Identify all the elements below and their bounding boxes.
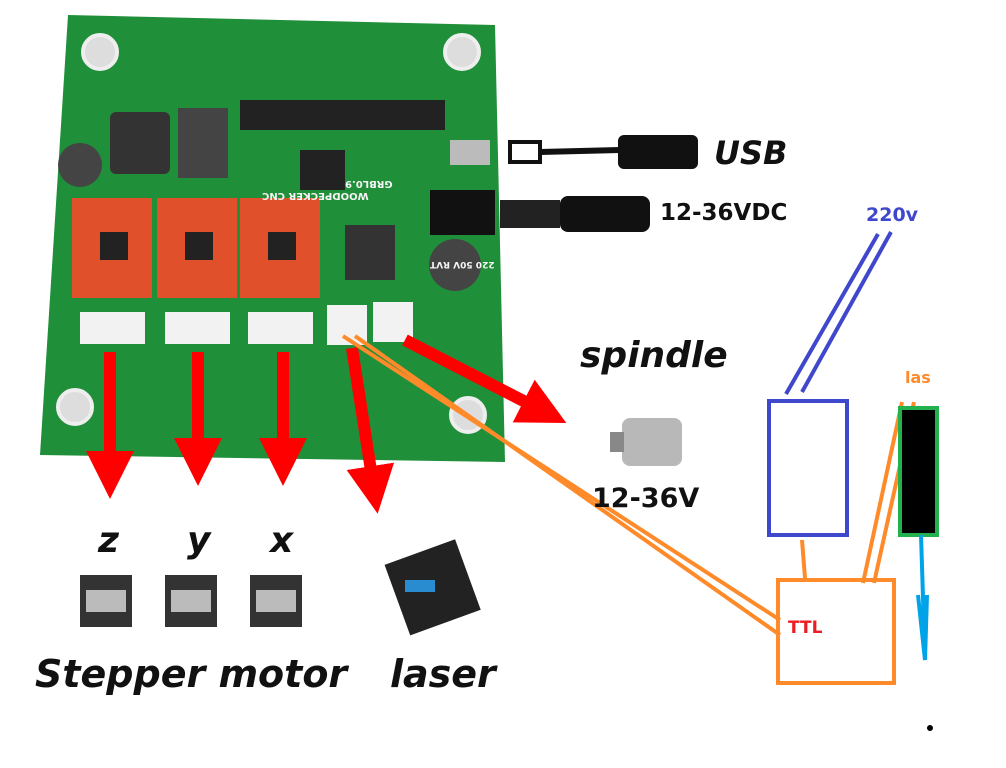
mount-hole: [81, 33, 119, 71]
mount-hole: [443, 33, 481, 71]
dc-plug: [500, 196, 650, 232]
silkscreen-woodpecker: WOODPECKER CNC: [262, 190, 369, 201]
ttl-wires: [341, 334, 916, 637]
stepper-motor-z: [80, 575, 132, 627]
las-label: las: [905, 368, 931, 387]
ttl-driver-box: [776, 578, 896, 685]
inductor: [110, 112, 170, 174]
laser-beam-arrow: [916, 534, 929, 661]
connector-z: [80, 312, 145, 344]
mcu-chip: [300, 150, 345, 190]
dc-jack: [430, 190, 495, 235]
mosfet: [345, 225, 395, 280]
connector-x: [248, 312, 313, 344]
dc-input-label: 12-36VDC: [660, 200, 788, 226]
usb-label: USB: [714, 134, 788, 172]
laser-head-box: [898, 406, 939, 537]
regulator: [178, 108, 228, 178]
red-arrows: [86, 334, 567, 514]
power-supply-box: [767, 399, 849, 537]
axis-x-label: x: [270, 520, 294, 561]
arrow-spindle: [402, 334, 567, 423]
ttl-label: TTL: [788, 618, 823, 638]
usb-cable: [508, 135, 698, 169]
cnc-controller-board: [40, 15, 505, 462]
pin-header: [240, 100, 445, 130]
silkscreen-capacitor: 220 50V RVT: [430, 259, 495, 269]
stepper-motor-y: [165, 575, 217, 627]
mains-label: 220v: [866, 204, 919, 226]
axis-y-label: y: [187, 520, 211, 561]
spindle-voltage-label: 12-36V: [592, 483, 700, 514]
spindle-label: spindle: [580, 335, 728, 376]
laser-label: laser: [390, 652, 496, 696]
axis-z-label: z: [98, 520, 119, 561]
arrow-laser: [346, 347, 395, 514]
capacitor: [58, 143, 102, 187]
mains-wires: [784, 231, 893, 395]
capacitor: [429, 239, 481, 291]
spindle-motor: [610, 418, 682, 466]
connector-spindle: [373, 302, 413, 342]
stepper-motor-x: [250, 575, 302, 627]
mount-hole: [56, 388, 94, 426]
silkscreen-grbl: GRBL0.9: [345, 178, 393, 189]
usb-port: [450, 140, 490, 165]
connector-y: [165, 312, 230, 344]
laser-module: [384, 539, 481, 636]
dot: [927, 725, 933, 731]
stepper-motor-label: Stepper motor: [35, 652, 348, 696]
